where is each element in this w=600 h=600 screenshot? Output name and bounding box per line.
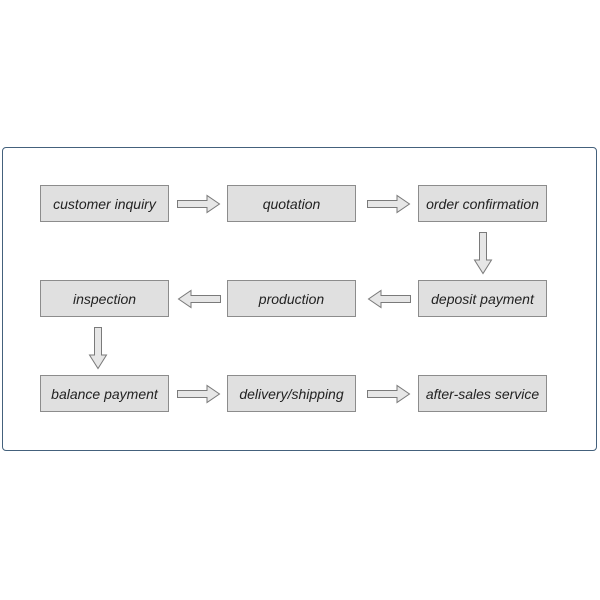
step-production: production xyxy=(227,280,356,317)
process-flow-panel: customer inquiry quotation order confirm… xyxy=(2,147,597,451)
step-inspection: inspection xyxy=(40,280,169,317)
step-delivery-shipping: delivery/shipping xyxy=(227,375,356,412)
arrow-right-icon xyxy=(177,384,221,404)
arrow-right-icon xyxy=(177,194,221,214)
step-balance-payment: balance payment xyxy=(40,375,169,412)
arrow-right-icon xyxy=(367,194,411,214)
arrow-left-icon xyxy=(367,289,411,309)
arrow-down-icon xyxy=(88,327,108,370)
arrow-right-icon xyxy=(367,384,411,404)
arrow-left-icon xyxy=(177,289,221,309)
step-after-sales-service: after-sales service xyxy=(418,375,547,412)
step-order-confirmation: order confirmation xyxy=(418,185,547,222)
step-quotation: quotation xyxy=(227,185,356,222)
step-deposit-payment: deposit payment xyxy=(418,280,547,317)
step-customer-inquiry: customer inquiry xyxy=(40,185,169,222)
arrow-down-icon xyxy=(473,232,493,275)
